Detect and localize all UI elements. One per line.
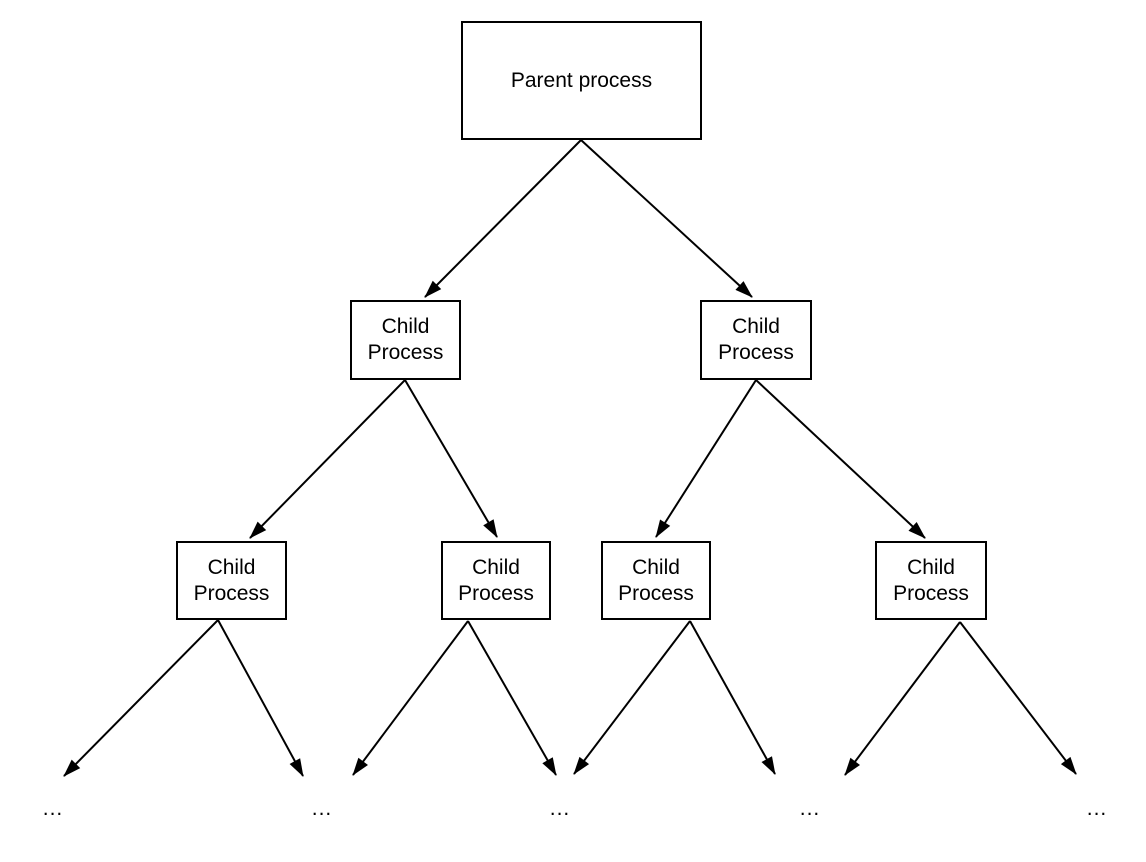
node-child-1-1: Child Process	[176, 541, 287, 620]
edge-child-2-to-child-2-1	[655, 379, 757, 538]
edge-child-1-to-child-1-2	[404, 379, 498, 538]
edge-child-2-2-to-ellipsis-5	[959, 621, 1077, 775]
node-label: Child Process	[893, 555, 969, 605]
ellipsis-3: ...	[549, 797, 571, 820]
edge-child-2-1-to-ellipsis-3	[573, 620, 691, 775]
node-child-2-1: Child Process	[601, 541, 711, 620]
node-label: Child Process	[367, 315, 444, 364]
ellipsis-2: ...	[311, 797, 333, 820]
node-label: Parent process	[510, 68, 653, 92]
node-child-1-2: Child Process	[441, 541, 551, 620]
edge-child-1-to-child-1-1	[249, 379, 406, 539]
ellipsis-5: ...	[1086, 797, 1108, 820]
edge-child-2-to-child-2-2	[755, 379, 926, 539]
node-child-2-2: Child Process	[875, 541, 987, 620]
node-child-2: Child Process	[700, 300, 812, 380]
edge-child-1-2-to-ellipsis-3	[467, 620, 557, 776]
edge-parent-to-child-2	[580, 139, 753, 298]
edge-child-1-2-to-ellipsis-2	[352, 620, 469, 776]
edge-child-1-1-to-ellipsis-1	[63, 619, 219, 777]
ellipsis-4: ...	[799, 797, 821, 820]
node-label: Child Process	[193, 555, 270, 605]
node-label: Child Process	[458, 555, 534, 605]
node-label: Child Process	[618, 555, 694, 605]
edge-child-2-1-to-ellipsis-4	[689, 620, 776, 775]
node-label: Child Process	[718, 315, 794, 364]
ellipsis-1: ...	[42, 797, 64, 820]
edge-child-1-1-to-ellipsis-2	[217, 619, 304, 777]
edge-parent-to-child-1	[424, 139, 582, 298]
node-child-1: Child Process	[350, 300, 461, 380]
node-parent: Parent process	[461, 21, 702, 140]
edge-child-2-2-to-ellipsis-4	[844, 621, 961, 776]
